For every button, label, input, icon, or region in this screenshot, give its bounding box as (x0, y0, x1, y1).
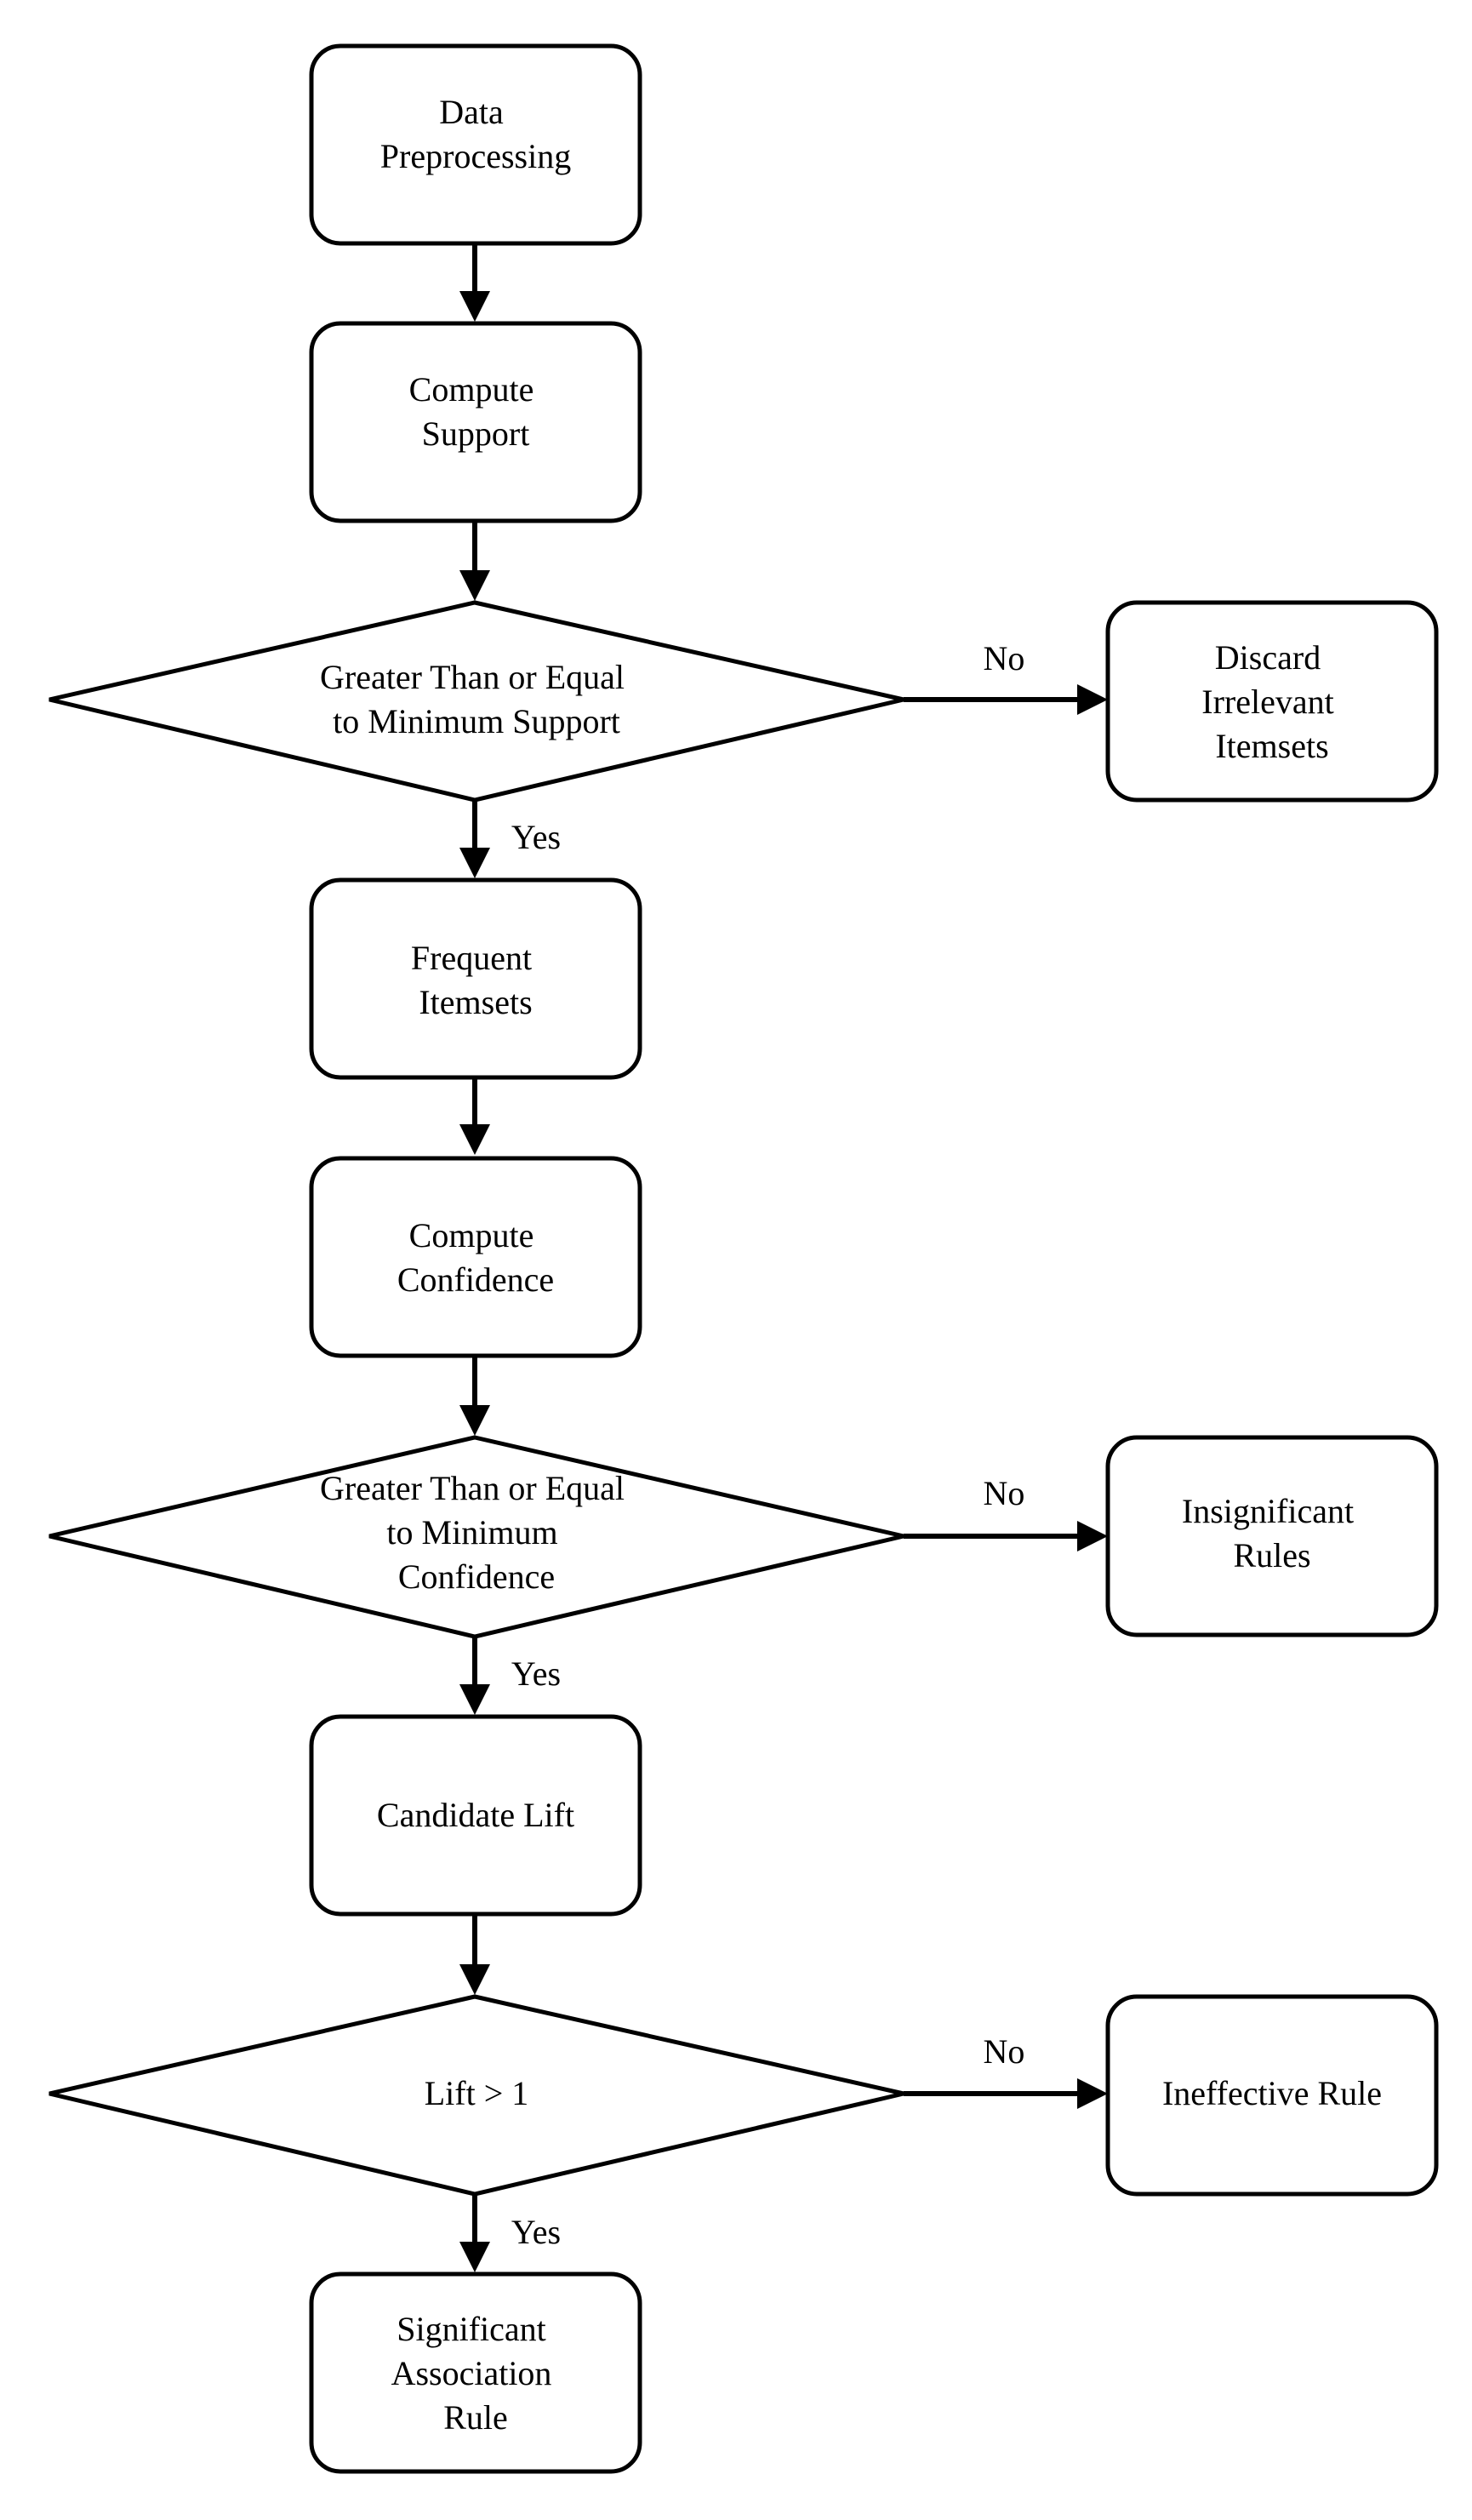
process-candidate-lift: Candidate Lift (309, 1714, 642, 1917)
lift-no-label: No (984, 2032, 1025, 2071)
terminal-insignificant-rules-label: Insignificant Rules (1182, 1492, 1362, 1574)
terminal-ineffective-rule: Ineffective Rule (1105, 1994, 1439, 2197)
process-data-preprocessing: Data Preprocessing (309, 43, 642, 246)
decision-lift: Lift > 1 (48, 1994, 904, 2197)
decision-minimum-support: Greater Than or Equal to Minimum Support (48, 600, 904, 803)
confidence-no-label: No (984, 1474, 1025, 1512)
process-compute-confidence-label: Compute Confidence (397, 1216, 554, 1299)
lift-yes-label: Yes (511, 2213, 561, 2251)
process-compute-confidence: Compute Confidence (309, 1156, 642, 1358)
confidence-yes-label: Yes (511, 1654, 561, 1693)
terminal-ineffective-rule-label: Ineffective Rule (1162, 2074, 1382, 2112)
edge-labels: No Yes No Yes No Yes (511, 639, 1025, 2251)
terminal-insignificant-rules: Insignificant Rules (1105, 1435, 1439, 1637)
decision-minimum-confidence: Greater Than or Equal to Minimum Confide… (48, 1435, 904, 1639)
process-compute-support-label: Compute Support (409, 370, 543, 453)
process-candidate-lift-label: Candidate Lift (377, 1796, 574, 1834)
process-frequent-itemsets-label: Frequent Itemsets (411, 939, 540, 1021)
support-yes-label: Yes (511, 818, 561, 856)
flow-edges (459, 243, 1108, 2272)
terminal-discard-irrelevant-itemsets-label: Discard Irrelevant Itemsets (1201, 638, 1342, 765)
support-no-label: No (984, 639, 1025, 677)
decision-minimum-support-label: Greater Than or Equal to Minimum Support (320, 658, 633, 740)
decision-lift-label: Lift > 1 (425, 2074, 529, 2112)
process-compute-support: Compute Support (309, 321, 642, 523)
process-frequent-itemsets: Frequent Itemsets (309, 877, 642, 1080)
decision-minimum-confidence-label: Greater Than or Equal to Minimum Confide… (320, 1469, 633, 1596)
terminal-discard-irrelevant-itemsets: Discard Irrelevant Itemsets (1105, 600, 1439, 803)
terminal-significant-association-rule-label: Significant Association Rule (391, 2310, 561, 2437)
process-data-preprocessing-label: Data Preprocessing (380, 93, 571, 175)
terminal-significant-association-rule: Significant Association Rule (309, 2271, 642, 2474)
